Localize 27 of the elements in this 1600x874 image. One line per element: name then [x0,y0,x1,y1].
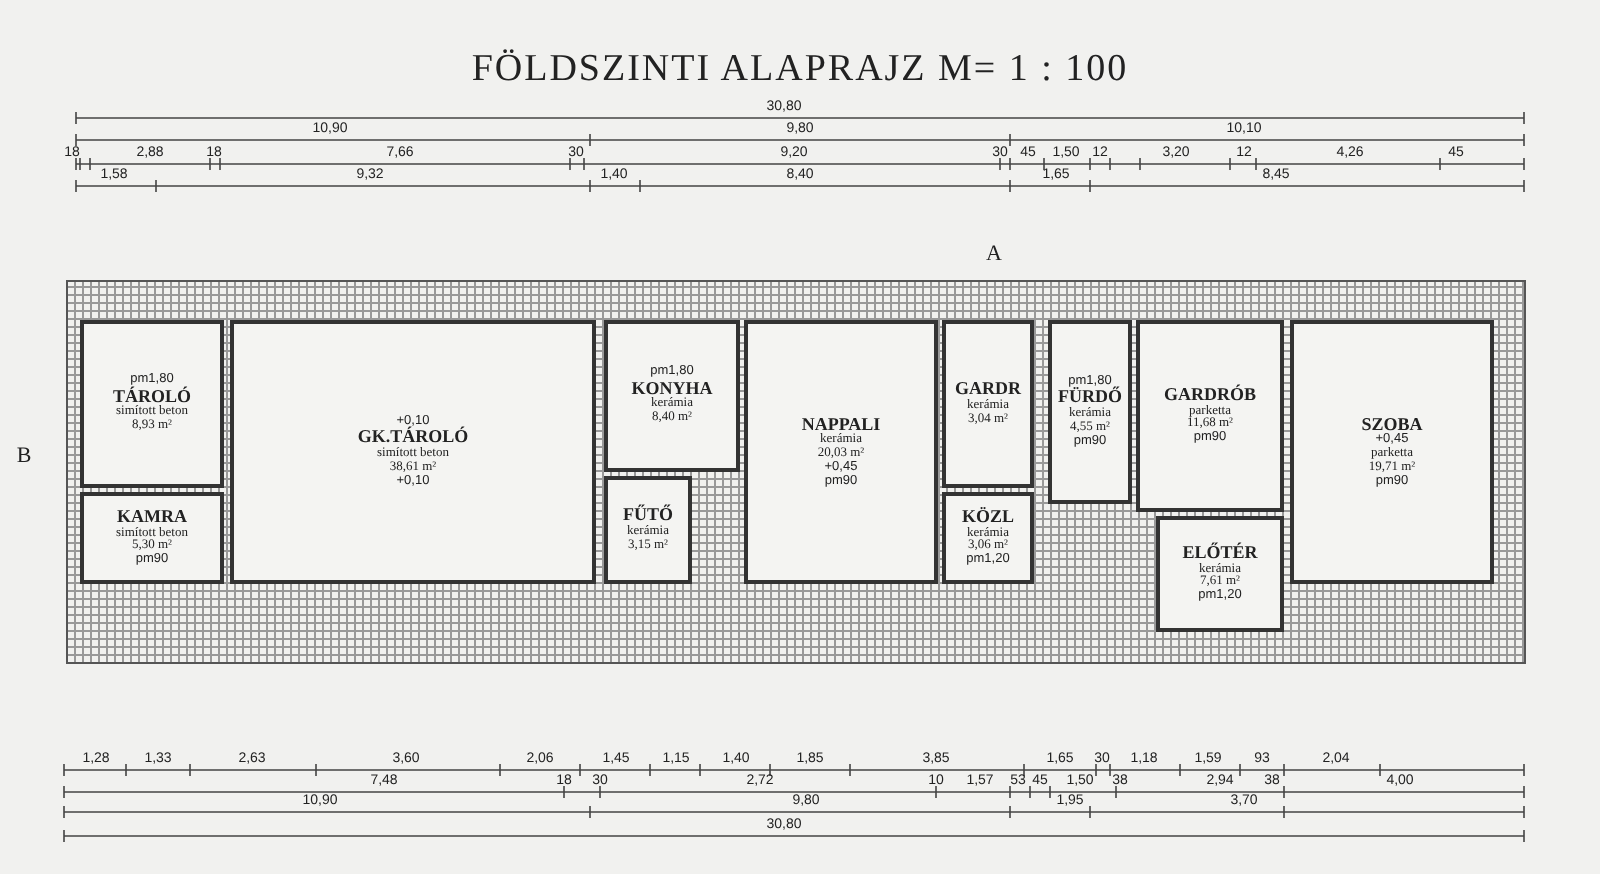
room-name: NAPPALI [801,415,881,434]
room [942,320,1034,488]
room [1136,320,1284,512]
room-name: KONYHA [631,379,713,398]
room-name: FÜRDŐ [1058,388,1122,407]
room [744,320,938,584]
room [1156,516,1284,632]
room [80,492,224,584]
section-marker: A [986,244,1002,266]
room-name: KÖZL [961,508,1014,527]
plan-title: FÖLDSZINTI ALAPRAJZ M= 1 : 100 [469,48,1131,92]
room [604,320,740,472]
section-marker: B [16,446,32,468]
room-name: TÁROLÓ [112,387,191,406]
room-name: GK.TÁROLÓ [357,428,469,447]
room [942,492,1034,584]
room-name: KAMRA [117,508,187,527]
room-name: GARDR [955,380,1021,399]
room-name: GARDRÓB [1163,386,1256,405]
room [604,476,692,584]
room-name: FŰTŐ [622,506,673,525]
room [1290,320,1494,584]
room [230,320,596,584]
room-name: SZOBA [1361,415,1423,434]
room-name: ELŐTÉR [1182,544,1258,563]
room [80,320,224,488]
room [1048,320,1132,504]
